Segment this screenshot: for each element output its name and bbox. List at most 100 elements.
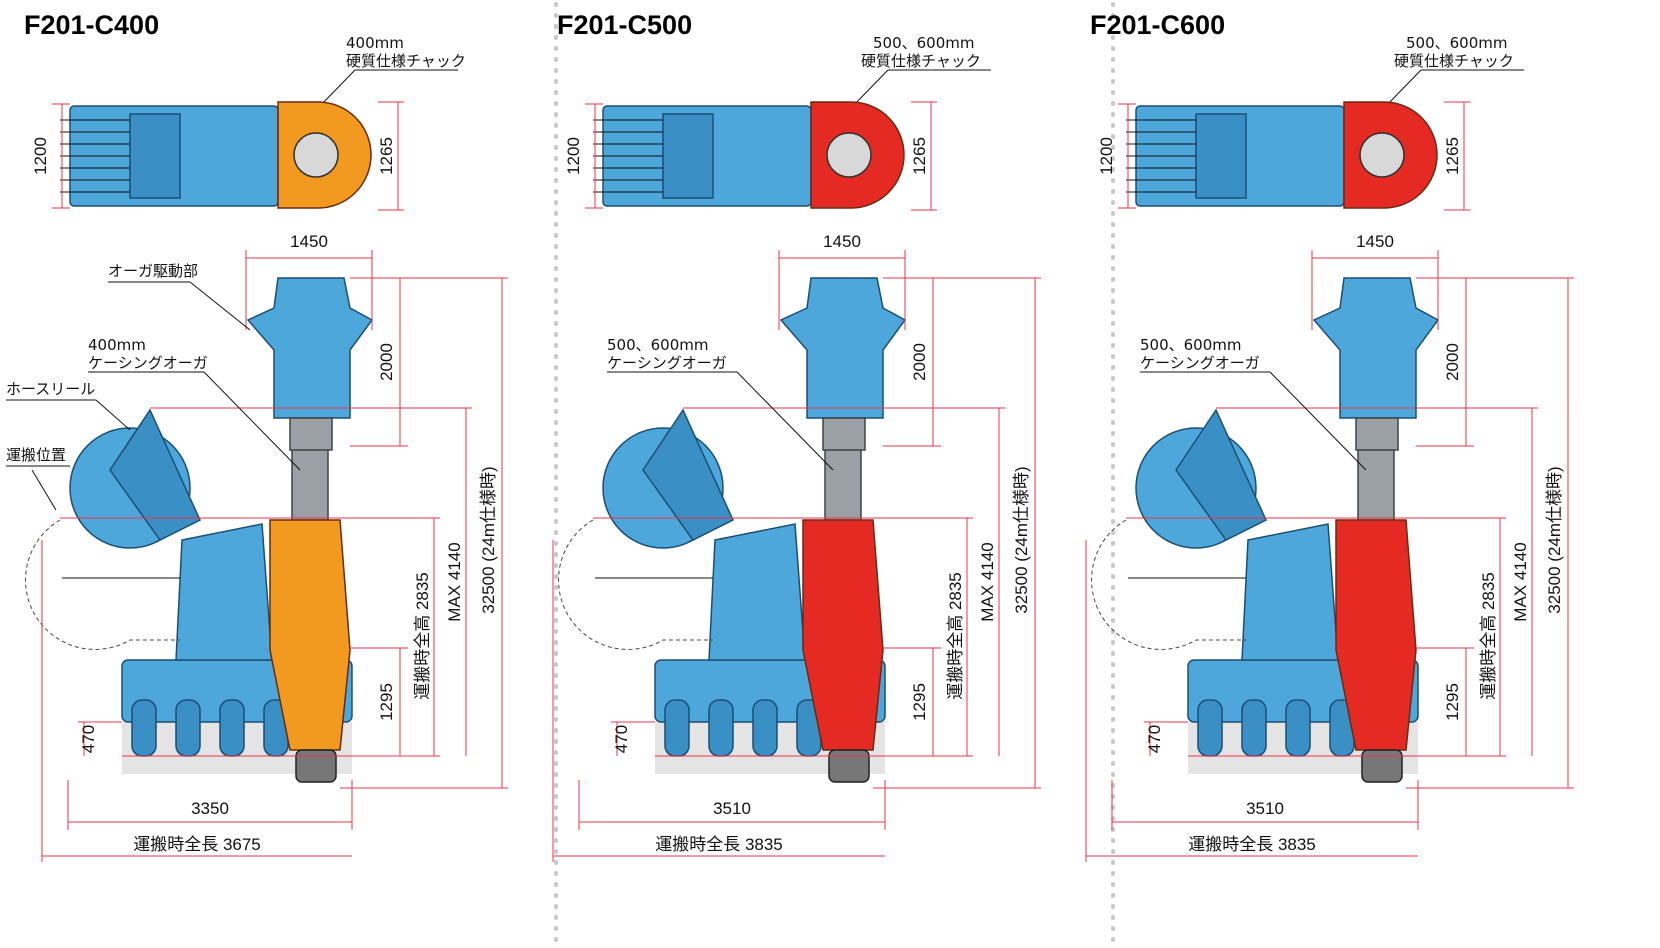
- head-width-dimension: 1450: [823, 232, 861, 251]
- crawler-leg: [752, 699, 778, 757]
- carriage: [175, 523, 273, 661]
- model-title: F201-C600: [1090, 10, 1225, 40]
- carriage: [1241, 523, 1339, 661]
- auger-leader: [1269, 371, 1367, 471]
- top-view-cab: [662, 113, 714, 199]
- chuck-type-label: 硬質仕様チャック: [1394, 52, 1514, 70]
- auger-drive-head: [779, 277, 907, 419]
- auger-drive-label: オーガ駆動部: [108, 262, 198, 280]
- crawler-leg: [131, 699, 157, 757]
- chuck-size-label: 400mm: [346, 34, 404, 52]
- crawler-leg: [175, 699, 201, 757]
- transport-length-dimension: 運搬時全長 3675: [133, 835, 261, 854]
- max-height-dimension: MAX 4140: [978, 542, 997, 621]
- carriage: [708, 523, 806, 661]
- top-view: 1200 1265: [1097, 101, 1470, 211]
- reel-arm: [642, 408, 734, 541]
- transport-length-dimension: 運搬時全長 3835: [1188, 835, 1316, 854]
- auger-leader: [203, 371, 301, 471]
- side-view: 1450 2000 1295 運搬時全高 2835 MAX 4140 32500 (24m…: [552, 232, 1041, 862]
- reel-arm: [109, 408, 201, 541]
- crawler-leg: [708, 699, 734, 757]
- model-title: F201-C500: [557, 10, 692, 40]
- width-dimension-1265: 1265: [377, 137, 396, 175]
- chuck-type-label: 硬質仕様チャック: [861, 52, 981, 70]
- side-chuck: [269, 519, 351, 751]
- auger-type-label: ケーシングオーガ: [1140, 354, 1260, 372]
- top-view-chuck-bore: [1359, 132, 1405, 178]
- crawler-leg: [1285, 699, 1311, 757]
- spec-height-dimension: 32500 (24m仕様時): [479, 466, 498, 613]
- top-view-cab: [129, 113, 181, 199]
- side-chuck: [802, 519, 884, 751]
- transport-height-dimension: 運搬時全高 2835: [1479, 572, 1498, 700]
- width-dimension-1265: 1265: [910, 137, 929, 175]
- auger-leader: [736, 371, 834, 471]
- spec-height-dimension: 32500 (24m仕様時): [1545, 466, 1564, 613]
- top-view: 1200 1265: [31, 101, 404, 211]
- head-width-dimension: 1450: [290, 232, 328, 251]
- head-width-dimension: 1450: [1356, 232, 1394, 251]
- top-view-chuck-bore: [826, 132, 872, 178]
- overall-length-dimension: 3510: [1246, 799, 1284, 818]
- head-height-dimension: 2000: [1443, 343, 1462, 381]
- width-dimension-1200: 1200: [564, 137, 583, 175]
- width-dimension-1200: 1200: [1097, 137, 1116, 175]
- crawler-leg: [219, 699, 245, 757]
- auger-size-label: 500、600mm: [607, 336, 709, 354]
- top-view: 1200 1265: [564, 101, 937, 211]
- side-view: 1450 2000 1295 運搬時全高 2835 MAX 4140 32500 (24m…: [1085, 232, 1574, 862]
- crawler-leg: [664, 699, 690, 757]
- drive-leader: [189, 281, 251, 331]
- overall-length-dimension: 3350: [191, 799, 229, 818]
- drive-coupling: [822, 417, 866, 451]
- auger-drive-head: [246, 277, 374, 419]
- head-height-dimension: 2000: [910, 343, 929, 381]
- transport-height-dimension: 運搬時全高 2835: [946, 572, 965, 700]
- low-height-dimension: 1295: [910, 683, 929, 721]
- spec-height-dimension: 32500 (24m仕様時): [1012, 466, 1031, 613]
- ground-dimension: 470: [612, 725, 631, 753]
- auger-size-label: 500、600mm: [1140, 336, 1242, 354]
- drill-bit: [1361, 749, 1403, 783]
- transport-leader: [31, 469, 57, 511]
- side-chuck: [1335, 519, 1417, 751]
- width-dimension-1265: 1265: [1443, 137, 1462, 175]
- drive-coupling: [1355, 417, 1399, 451]
- drill-bit: [828, 749, 870, 783]
- top-view-cab: [1195, 113, 1247, 199]
- reel-arm: [1175, 408, 1267, 541]
- transport-length-dimension: 運搬時全長 3835: [655, 835, 783, 854]
- model-title: F201-C400: [24, 10, 159, 40]
- low-height-dimension: 1295: [377, 683, 396, 721]
- max-height-dimension: MAX 4140: [445, 542, 464, 621]
- auger-type-label: ケーシングオーガ: [88, 354, 208, 372]
- crawler-leg: [1241, 699, 1267, 757]
- crawler-leg: [1197, 699, 1223, 757]
- chuck-size-label: 500、600mm: [1406, 34, 1508, 52]
- ground-dimension: 470: [79, 725, 98, 753]
- transport-position-outline: [1091, 519, 1246, 650]
- hose-leader: [95, 399, 131, 431]
- chuck-type-label: 硬質仕様チャック: [346, 52, 466, 70]
- drill-bit: [295, 749, 337, 783]
- hose-reel-label: ホースリール: [6, 380, 95, 398]
- width-dimension-1200: 1200: [31, 137, 50, 175]
- auger-size-label: 400mm: [88, 336, 146, 354]
- head-height-dimension: 2000: [377, 343, 396, 381]
- transport-position-label: 運搬位置: [6, 446, 66, 464]
- auger-type-label: ケーシングオーガ: [607, 354, 727, 372]
- chuck-size-label: 500、600mm: [873, 34, 975, 52]
- top-view-chuck-bore: [293, 132, 339, 178]
- transport-position-outline: [558, 519, 713, 650]
- low-height-dimension: 1295: [1443, 683, 1462, 721]
- auger-drive-head: [1312, 277, 1440, 419]
- max-height-dimension: MAX 4140: [1511, 542, 1530, 621]
- ground-dimension: 470: [1145, 725, 1164, 753]
- drive-coupling: [289, 417, 333, 451]
